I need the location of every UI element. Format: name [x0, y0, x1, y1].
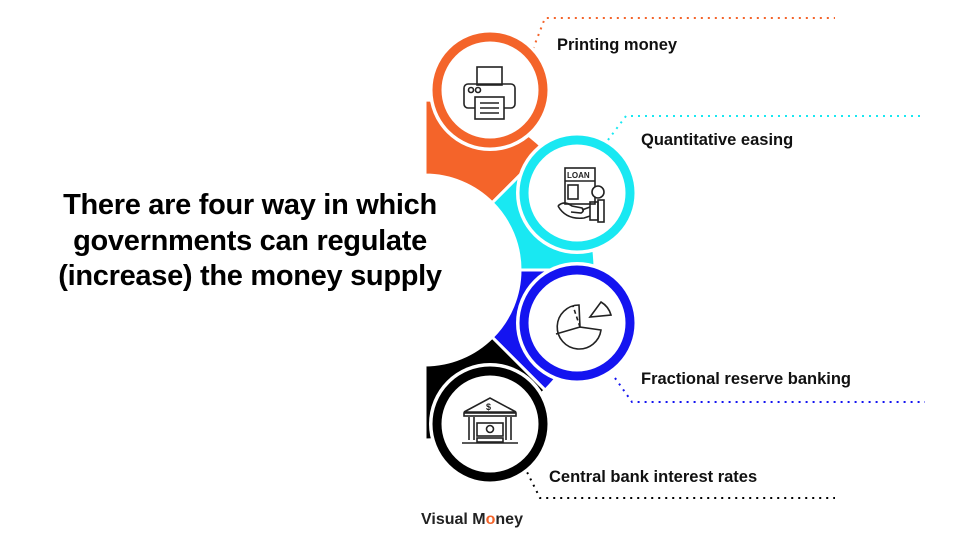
- fractional-reserve-banking-circle: [516, 262, 638, 384]
- printing-money-circle: [429, 29, 551, 151]
- svg-text:LOAN: LOAN: [567, 171, 590, 180]
- label-quantitative-easing: Quantitative easing: [641, 131, 794, 149]
- label-fractional-reserve-banking: Fractional reserve banking: [641, 370, 851, 388]
- quantitative-easing-circle: LOAN: [516, 132, 638, 254]
- logo-text-2: ney: [495, 511, 523, 528]
- visual-money-logo: Visual Money: [421, 511, 523, 529]
- orange-leader-line: [527, 17, 835, 63]
- logo-text-1: Visual M: [421, 511, 486, 528]
- svg-text:$: $: [486, 402, 491, 412]
- cyan-leader-line: [607, 115, 925, 141]
- main-heading: There are four way in which governments …: [58, 189, 442, 292]
- central-bank-circle: $: [429, 363, 551, 485]
- black-leader-line: [523, 465, 835, 499]
- pie-chart-icon: [555, 300, 613, 350]
- label-printing-money: Printing money: [557, 36, 678, 54]
- printer-icon: [463, 66, 516, 120]
- logo-text-o: o: [485, 511, 496, 528]
- loan-hand-icon: LOAN: [557, 167, 605, 223]
- bank-money-icon: $: [462, 397, 518, 444]
- label-central-bank-interest-rates: Central bank interest rates: [549, 468, 758, 486]
- blue-leader-line: [614, 377, 925, 403]
